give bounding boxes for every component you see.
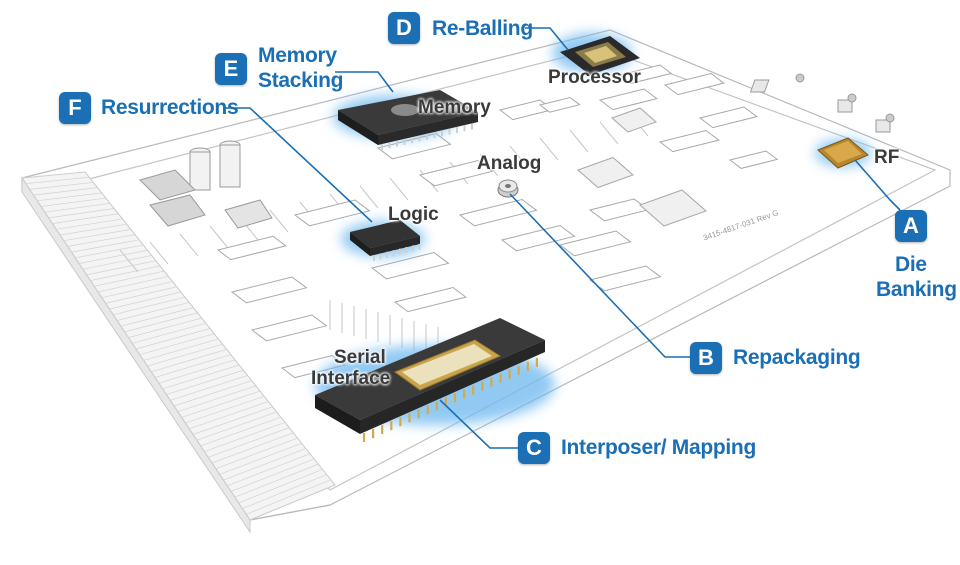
serial-interface-chip (315, 318, 545, 442)
leader-d (525, 27, 569, 51)
callout-label-die-banking-line2: Banking (876, 278, 957, 301)
callout-label-interposer-mapping: Interposer/ Mapping (561, 436, 756, 459)
outline-component (618, 64, 673, 84)
outline-component (500, 224, 576, 252)
outline-component (698, 106, 758, 129)
outline-component (538, 96, 581, 113)
outline-component (558, 230, 632, 257)
outline-components (216, 64, 779, 379)
leader-b (509, 193, 690, 358)
leader-lines (225, 27, 901, 449)
outline-component (293, 199, 371, 227)
leader-f (225, 107, 373, 223)
board-traces (119, 113, 649, 357)
outline-ic (639, 189, 707, 227)
outline-component (393, 286, 467, 313)
outline-component (598, 88, 658, 111)
outline-ic (577, 156, 634, 189)
outline-component (418, 159, 494, 187)
outline-component (230, 276, 308, 304)
outline-component (370, 251, 450, 280)
analog-can (497, 179, 519, 198)
outline-component (216, 235, 287, 261)
callout-badge-e: E (215, 53, 247, 85)
callout-badge-a: A (895, 210, 927, 242)
chip-label-processor: Processor (548, 67, 641, 88)
callout-badge-d: D (388, 12, 420, 44)
rf-chip (817, 137, 869, 169)
leader-a (854, 159, 901, 211)
leader-c (439, 399, 518, 449)
rf-connectors (749, 73, 895, 133)
outline-component (250, 314, 328, 342)
callout-label-memory-stacking-line1: Memory (258, 44, 337, 67)
callout-label-resurrections: Resurrections (101, 96, 239, 119)
leader-e (335, 71, 394, 93)
outline-component (376, 132, 452, 160)
outline-component (728, 150, 779, 169)
chip-label-serial-line2: Interface (311, 368, 391, 389)
power-components (139, 140, 273, 229)
outline-ic (611, 107, 657, 133)
chip-label-rf: RF (874, 147, 900, 168)
outline-component (658, 129, 720, 153)
chip-label-memory: Memory (418, 97, 491, 118)
callout-badge-b: B (690, 342, 722, 374)
logic-chip (350, 220, 421, 261)
callout-badge-c: C (518, 432, 550, 464)
chip-label-logic: Logic (388, 204, 439, 225)
chip-label-serial-line1: Serial (334, 347, 386, 368)
outline-component (663, 72, 725, 96)
callout-label-memory-stacking-line2: Stacking (258, 69, 344, 92)
memory-chip (338, 90, 478, 150)
chip-label-analog: Analog (477, 153, 542, 174)
callout-label-die-banking-line1: Die (895, 253, 927, 276)
callout-label-re-balling: Re-Balling (432, 17, 533, 40)
callout-label-repackaging: Repackaging (733, 346, 861, 369)
outline-component (458, 198, 538, 227)
callout-badge-f: F (59, 92, 91, 124)
processor-chip (560, 36, 640, 75)
